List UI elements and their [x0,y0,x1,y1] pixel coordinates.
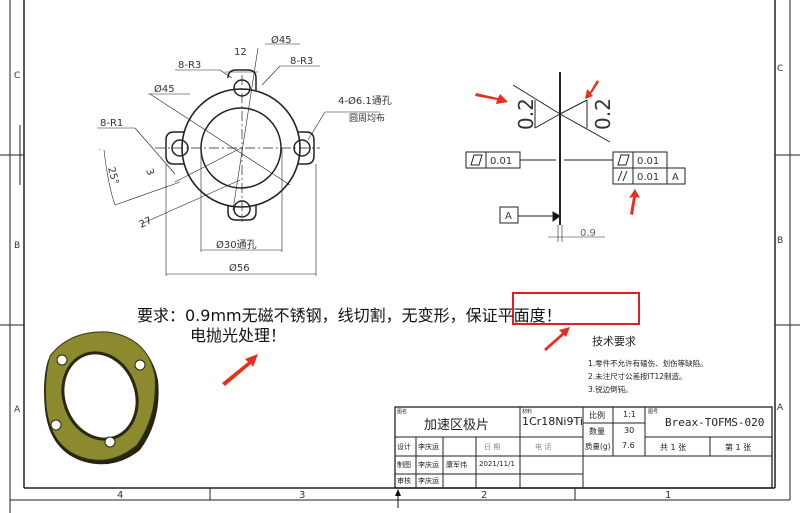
part-photo [44,331,159,465]
dim-slot: 3 [143,167,156,177]
dim-angle: 25° [105,166,120,186]
dim-length-27: 27 [138,215,154,230]
part-name: 加速区极片 [424,418,490,433]
drawing-no-label: 图号 [648,409,659,415]
zone-right-c: C [777,64,783,74]
red-arrow-icons [222,80,640,386]
tech-req-item-1: 1.零件不允许有磕伤、划伤等缺陷。 [588,359,708,368]
scale-label: 比例 [589,411,605,420]
mass-label: 质量(g) [585,442,611,451]
draw-label: 制图 [397,461,411,469]
flatness-tolerance-right: 0.01 [637,156,659,167]
dim-holes-note: 圆周均布 [349,112,385,124]
name-label: 图名 [397,409,408,415]
tech-req-item-2: 2.未注尺寸公差按IT12制造。 [588,372,687,381]
dim-holes: 4-Ø6.1通孔 [338,95,392,107]
drawing-no: Breax-TOFMS-020 [665,416,765,429]
phone-label: 电 话 [535,443,552,451]
material-label: 材料 [522,409,533,415]
zone-bottom-4: 4 [117,490,123,501]
zone-left-a: A [14,405,21,415]
mass: 7.6 [622,441,635,450]
zone-left-c: C [14,71,20,81]
scale: 1:1 [623,410,636,419]
date: 2021/11/1 [479,460,515,468]
dim-r3-right: 8-R3 [290,56,313,67]
requirement-line2: 电抛光处理！ [190,326,287,345]
reviewer: 李庆运 [418,477,439,485]
review-label: 审核 [397,477,411,485]
part-side-view [465,72,686,242]
zone-bottom-1: 1 [665,490,671,501]
requirement-line1: 要求：0.9mm无磁不锈钢，线切割，无变形， [137,306,466,325]
parallelism-datum-ref: A [672,172,679,183]
qty: 30 [624,426,635,435]
sheet-number: 第 1 张 [725,443,752,452]
dim-r3-left: 8-R3 [178,60,201,71]
requirement-note: 要求：0.9mm无磁不锈钢，线切割，无变形，保证平面度！ [137,302,562,326]
tech-req-item-3: 3.锐边倒钝。 [588,385,633,394]
thickness-dim: 0.9 [580,228,596,239]
roughness-right: 0.2 [591,98,615,130]
title-block-grid [394,406,773,489]
flatness-tolerance-left: 0.01 [490,156,512,167]
drafter: 李庆运 [418,461,439,469]
parallelism-symbol-icon [617,170,628,182]
dim-bore: Ø30通孔 [216,239,257,251]
date-label: 日 期 [484,443,501,451]
zone-left-b: B [14,241,20,251]
zone-bottom-3: 3 [299,490,305,501]
zone-bottom-2: 2 [481,490,487,501]
material: 1Cr18Ni9Ti [522,415,583,428]
zone-right-a: A [777,403,784,413]
highlight-box [512,292,640,325]
dim-dia-45-top: Ø45 [271,34,292,46]
roughness-left: 0.2 [514,98,538,130]
dim-outer: Ø56 [229,262,250,274]
arrow-up-icon [395,489,401,508]
qty-label: 数量 [589,427,605,436]
parallelism-tolerance: 0.01 [637,172,659,183]
drafter-2: 康军伟 [446,461,467,469]
dim-width-12: 12 [234,47,247,58]
design-label: 设计 [397,443,411,451]
zone-right-b: B [777,236,783,246]
designer: 李庆运 [418,443,439,451]
flatness-symbol-icon [470,154,630,166]
requirement-highlight: 保证平面度！ [465,306,562,325]
dim-dia-45-left: Ø45 [154,83,175,95]
part-front-view [97,43,380,276]
total-sheets: 共 1 张 [660,443,687,452]
tech-req-title: 技术要求 [592,335,636,348]
dim-r1: 8-R1 [100,118,123,129]
datum-label: A [505,211,512,222]
